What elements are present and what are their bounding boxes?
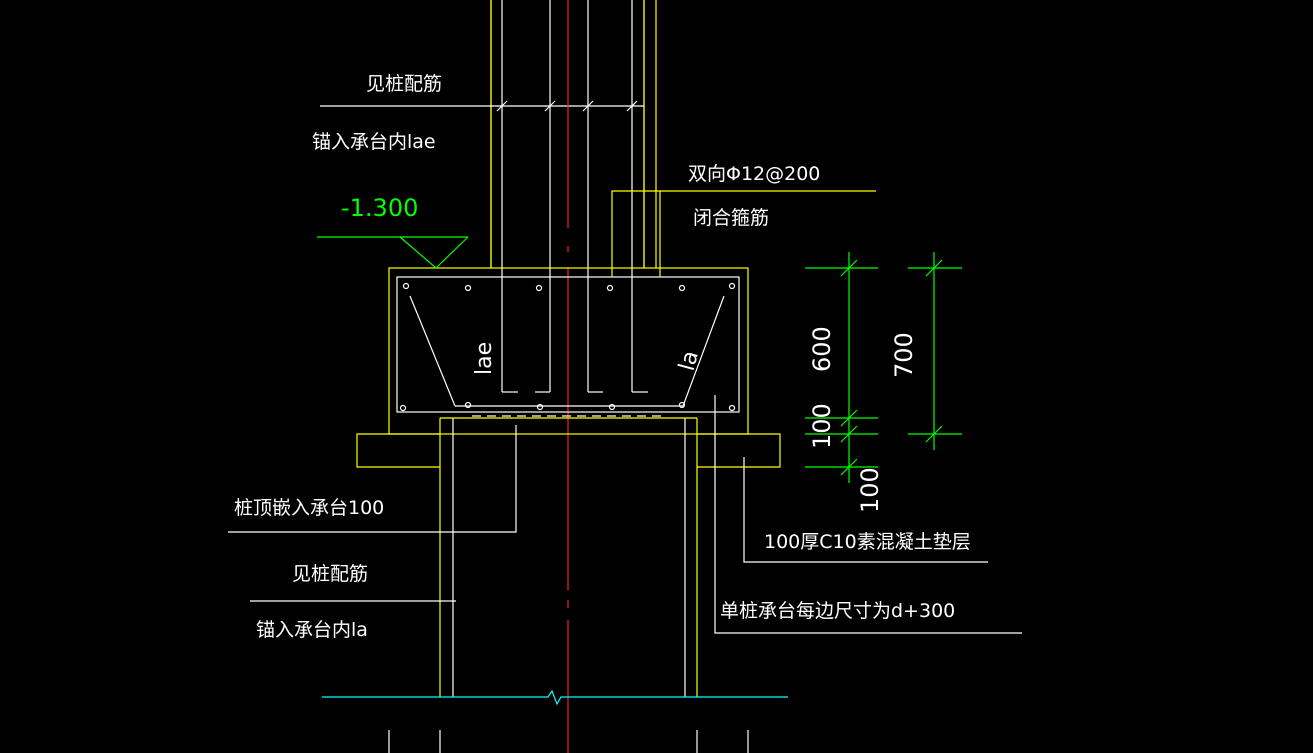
anchor-lae-label: 锚入承台内lae	[312, 131, 436, 153]
pile-rebar-label-top: 见桩配筋	[366, 73, 442, 95]
column-lines	[490, 0, 648, 393]
rebar-dots	[399, 282, 736, 412]
anchor-la-label: 锚入承台内la	[256, 619, 368, 641]
dimension-700: 700	[890, 332, 918, 378]
cushion-layer	[356, 433, 781, 468]
cushion-layer-label: 100厚C10素混凝土垫层	[764, 531, 971, 553]
single-pile-cap-size-label: 单桩承台每边尺寸为d+300	[720, 600, 955, 622]
elevation-value: -1.300	[341, 194, 418, 222]
pile	[388, 417, 749, 753]
dimension-600: 600	[808, 326, 836, 372]
elevation-marker	[317, 236, 469, 269]
pile-rebar-leader-top	[320, 100, 644, 112]
dimension-lines	[805, 252, 962, 483]
anchorage-mark-lae: lae	[472, 342, 497, 375]
pile-rebar-label-bottom: 见桩配筋	[292, 563, 368, 585]
closed-stirrup-label: 闭合箍筋	[693, 207, 769, 229]
dimension-100-lower: 100	[856, 467, 884, 513]
ground-line	[322, 689, 788, 706]
dimension-100-upper: 100	[808, 403, 836, 449]
column-outline	[490, 0, 657, 268]
leaders-bottom	[228, 395, 1022, 634]
pile-top-embed-label: 桩顶嵌入承台100	[234, 497, 384, 519]
anchorage-mark-la: la	[675, 348, 704, 373]
pile-cap	[388, 267, 749, 435]
bidirectional-rebar-leader	[611, 190, 876, 277]
bidirectional-rebar-label: 双向Φ12@200	[688, 163, 820, 185]
